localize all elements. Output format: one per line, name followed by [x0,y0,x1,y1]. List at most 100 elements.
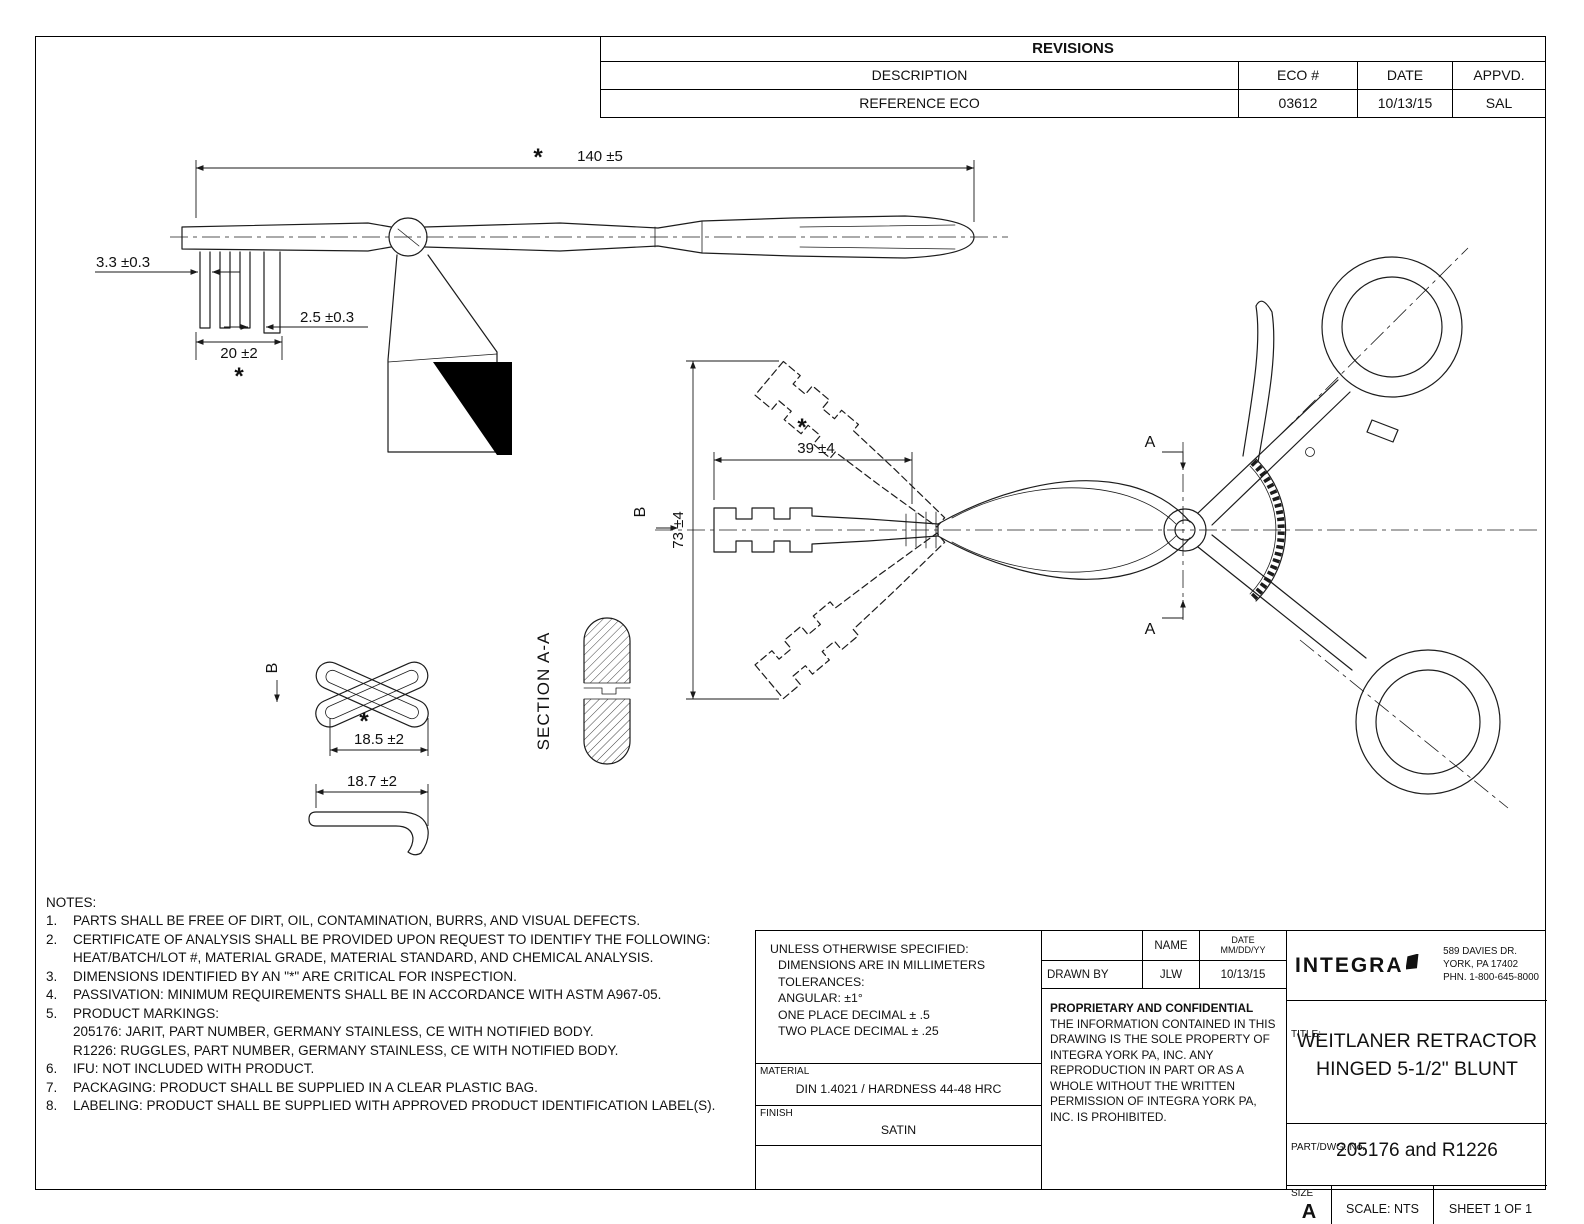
finish-value: SATIN [880,1122,917,1137]
alternate-position-outline [433,362,512,455]
note-text: CERTIFICATE OF ANALYSIS SHALL BE PROVIDE… [73,931,711,966]
dim-hook-length-label: 18.7 ±2 [347,773,397,790]
handle-joint-lines [654,220,956,254]
revisions-col-appvd: APPVD. [1452,62,1545,89]
revision-approved-by: SAL [1452,90,1545,117]
hook-profile-outline [308,811,429,856]
hook-loop-2 [315,661,429,728]
note-text: DIMENSIONS IDENTIFIED BY AN "*" ARE CRIT… [73,968,517,984]
revisions-title: REVISIONS [601,37,1545,62]
screw-slot [397,228,420,247]
note-text: PARTS SHALL BE FREE OF DIRT, OIL, CONTAM… [73,913,641,929]
section-a-a-label: SECTION A-A [534,632,553,751]
hinged-arm-outline [387,254,498,453]
date-header: DATE MM/DD/YY [1199,931,1286,961]
note-number: 5. [46,1005,58,1021]
hinge-screw [388,217,428,257]
title-block-right-column: INTEGRA 589 DAVIES DR. YORK, PA 17402 PH… [1286,931,1547,1224]
hook-front-view: B * 18.5 ±2 [264,661,429,756]
size-value: A [1301,1201,1317,1223]
title-label: TITLE: [1291,1029,1322,1040]
section-b-view-label: B [264,663,281,674]
revision-description: REFERENCE ECO [859,95,980,111]
company-logo-box: INTEGRA 589 DAVIES DR. YORK, PA 17402 PH… [1287,931,1547,1001]
size-label: SIZE [1291,1188,1314,1199]
material-box: MATERIAL DIN 1.4021 / HARDNESS 44-48 HRC [756,1064,1041,1106]
proprietary-heading: PROPRIETARY AND CONFIDENTIAL [1050,1001,1254,1015]
note-number: 4. [46,987,58,1003]
section-joint-gap [578,683,636,699]
note-marking-r1226: R1226: RUGGLES, PART NUMBER, GERMANY STA… [73,1042,619,1058]
hinged-arm-view [387,254,512,455]
critical-asterisk-18-5: * [359,708,369,735]
hook-loop-2-inner [325,669,419,720]
upper-finger-ring-outer [1321,256,1463,398]
date-header-line2: MM/DD/YY [1220,944,1266,955]
note-number: 8. [46,1098,58,1114]
dim-spread-label: 73 ±4 [670,511,687,548]
note-number: 2. [46,931,58,947]
upper-bow-outer [937,480,1191,525]
part-number-box: PART/DWG. No. 205176 and R1226 [1287,1140,1547,1186]
note-text: PASSIVATION: MINIMUM REQUIREMENTS SHALL … [73,987,662,1003]
ratchet-outer-arc [1255,458,1287,602]
note-item-5: 5. PRODUCT MARKINGS: 205176: JARIT, PART… [46,1005,758,1060]
title-block: UNLESS OTHERWISE SPECIFIED: DIMENSIONS A… [755,930,1547,1224]
drawing-title-line1: WEITLANER RETRACTOR [1296,1030,1538,1052]
note-text: LABELING: PRODUCT SHALL BE SUPPLIED WITH… [73,1098,716,1114]
integra-logo-text: INTEGRA [1295,953,1404,977]
name-date-table: NAME DATE MM/DD/YY DRAWN BY JLW 10/13/15 [1042,931,1286,989]
revision-date: 10/13/15 [1357,90,1452,117]
tolerance-line: ONE PLACE DECIMAL ± .5 [778,1007,930,1022]
arm-tab [1366,419,1399,443]
note-number: 3. [46,968,58,984]
size-scale-sheet-row: SIZE A SCALE: NTS SHEET 1 OF 1 [1287,1186,1547,1224]
revision-eco-number: 03612 [1238,90,1357,117]
empty-header-cell [1042,931,1142,961]
ratchet-release-lever [1242,300,1275,463]
lower-finger-ring-outer [1355,649,1501,795]
integra-logo-mark-icon [1405,953,1419,970]
proprietary-text: THE INFORMATION CONTAINED IN THIS DRAWIN… [1050,1016,1276,1124]
pivot-boss [1163,508,1207,552]
note-item-4: 4. PASSIVATION: MINIMUM REQUIREMENTS SHA… [46,986,758,1004]
do-not-scale-note: DO NOT SCALE DRAWING [756,1146,1041,1224]
note-item-3: 3. DIMENSIONS IDENTIFIED BY AN "*" ARE C… [46,968,758,986]
company-address: 589 DAVIES DR. YORK, PA 17402 PHN. 1-800… [1443,946,1539,984]
upper-handle-arm [1197,379,1351,526]
sheet-value: SHEET 1 OF 1 [1448,1202,1533,1216]
tolerance-line: UNLESS OTHERWISE SPECIFIED: [770,942,969,956]
section-a-bottom-label: A [1145,621,1156,638]
tolerance-line: ANGULAR: ±1° [778,991,863,1006]
part-number-value: 205176 and R1226 [1336,1140,1498,1161]
drawn-by-label: DRAWN BY [1042,961,1142,989]
critical-asterisk-140: * [533,144,543,171]
note-text: IFU: NOT INCLUDED WITH PRODUCT. [73,1061,315,1077]
scale-value: SCALE: NTS [1332,1186,1434,1224]
ext-lines-73 [686,360,779,700]
section-a-top-arrow [1162,451,1186,470]
proprietary-notice: PROPRIETARY AND CONFIDENTIAL THE INFORMA… [1042,989,1286,1126]
note-item-2: 2. CERTIFICATE OF ANALYSIS SHALL BE PROV… [46,931,758,968]
dim-head-width-label: 20 ±2 [220,345,257,362]
revisions-header-row: DESCRIPTION ECO # DATE APPVD. [601,62,1545,90]
note-number: 7. [46,1079,58,1095]
tolerance-notes: UNLESS OTHERWISE SPECIFIED: DIMENSIONS A… [756,931,1041,1064]
revisions-table: REVISIONS DESCRIPTION ECO # DATE APPVD. … [600,36,1546,118]
section-b-blade-label: B [632,507,649,518]
upper-bow-inner [951,487,1177,525]
size-box: SIZE A [1287,1186,1332,1224]
hook-loop-1 [315,661,429,728]
drawn-by-name: JLW [1142,961,1199,989]
drawing-title-box: TITLE: WEITLANER RETRACTOR HINGED 5-1/2"… [1287,1027,1547,1124]
dim-tooth-width-label: 3.3 ±0.3 [96,254,150,271]
note-item-7: 7. PACKAGING: PRODUCT SHALL BE SUPPLIED … [46,1079,758,1097]
lever-pin [1305,447,1315,457]
revisions-col-eco: ECO # [1238,62,1357,89]
ext-lines-20 [195,332,283,360]
title-block-middle-column: NAME DATE MM/DD/YY DRAWN BY JLW 10/13/15… [1041,931,1286,1189]
note-item-8: 8. LABELING: PRODUCT SHALL BE SUPPLIED W… [46,1097,758,1115]
blade-shank-grooves [905,511,937,549]
